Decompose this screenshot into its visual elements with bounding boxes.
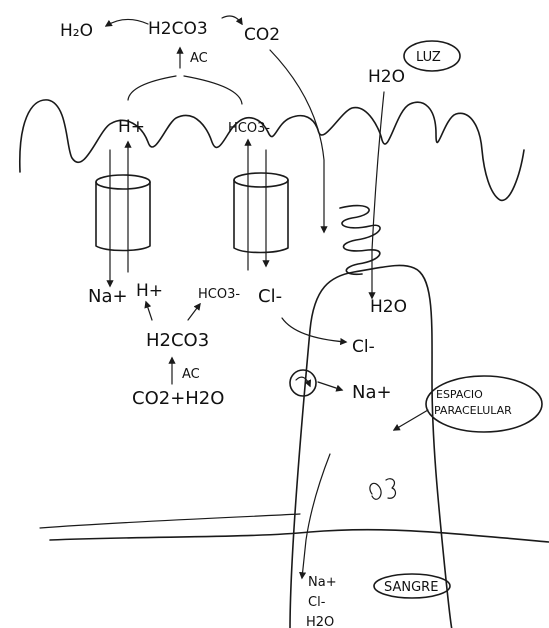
label-ac-bottom: AC bbox=[182, 367, 200, 382]
label-h2co3-bottom: H2CO3 bbox=[146, 330, 209, 351]
label-cl-blood: Cl- bbox=[308, 595, 326, 610]
arrow-co2-down bbox=[270, 50, 324, 232]
branch-hco3-to-h2co3 bbox=[184, 76, 242, 104]
arrow-cl-into-cell bbox=[282, 318, 346, 342]
label-na-plus: Na+ bbox=[88, 286, 128, 307]
label-h2o-top: H₂O bbox=[60, 21, 93, 41]
arrow-to-hco3 bbox=[188, 304, 200, 320]
label-cl-minus: Cl- bbox=[258, 286, 282, 307]
arrow-to-blood bbox=[302, 454, 330, 578]
label-na-blood: Na+ bbox=[308, 575, 337, 590]
label-hco3-top: HCO3- bbox=[228, 121, 270, 136]
cell-outline bbox=[290, 265, 452, 628]
label-h2o-blood: H2O bbox=[306, 615, 334, 628]
label-ac-top: AC bbox=[190, 51, 208, 66]
label-paracelular: PARACELULAR bbox=[434, 404, 512, 417]
label-sangre: SANGRE bbox=[384, 580, 438, 595]
channel-left bbox=[96, 175, 150, 251]
label-luz: LUZ bbox=[416, 50, 441, 65]
label-na-inside: Na+ bbox=[352, 382, 392, 403]
arrow-to-hplus bbox=[146, 302, 152, 320]
label-espacio: ESPACIO bbox=[436, 388, 483, 401]
label-h2o-inside: H2O bbox=[370, 297, 407, 317]
label-co2-top: CO2 bbox=[244, 25, 280, 45]
pump-rotation-arrow bbox=[296, 377, 310, 386]
arrow-h2co3-to-co2 bbox=[222, 16, 242, 24]
label-co2-h2o: CO2+H2O bbox=[132, 388, 224, 409]
label-cl-inside: Cl- bbox=[352, 337, 375, 357]
label-hplus-bottom: H+ bbox=[136, 281, 163, 301]
channel-right bbox=[234, 173, 288, 253]
label-hco3-bottom: HCO3- bbox=[198, 287, 240, 302]
basal-membrane bbox=[50, 530, 549, 542]
branch-hplus-to-h2co3 bbox=[128, 76, 176, 100]
label-hplus-top: H+ bbox=[118, 117, 145, 137]
pump-circle bbox=[290, 370, 316, 396]
arrow-h2co3-to-h2o bbox=[106, 19, 148, 26]
basal-membrane-upper bbox=[40, 514, 300, 528]
label-h2co3-top: H2CO3 bbox=[148, 19, 208, 39]
arrow-na-into-cell bbox=[318, 382, 342, 390]
label-h2o-right: H2O bbox=[368, 67, 405, 87]
arrow-to-paracellular-space bbox=[394, 410, 428, 430]
cell-squiggle bbox=[370, 479, 396, 500]
